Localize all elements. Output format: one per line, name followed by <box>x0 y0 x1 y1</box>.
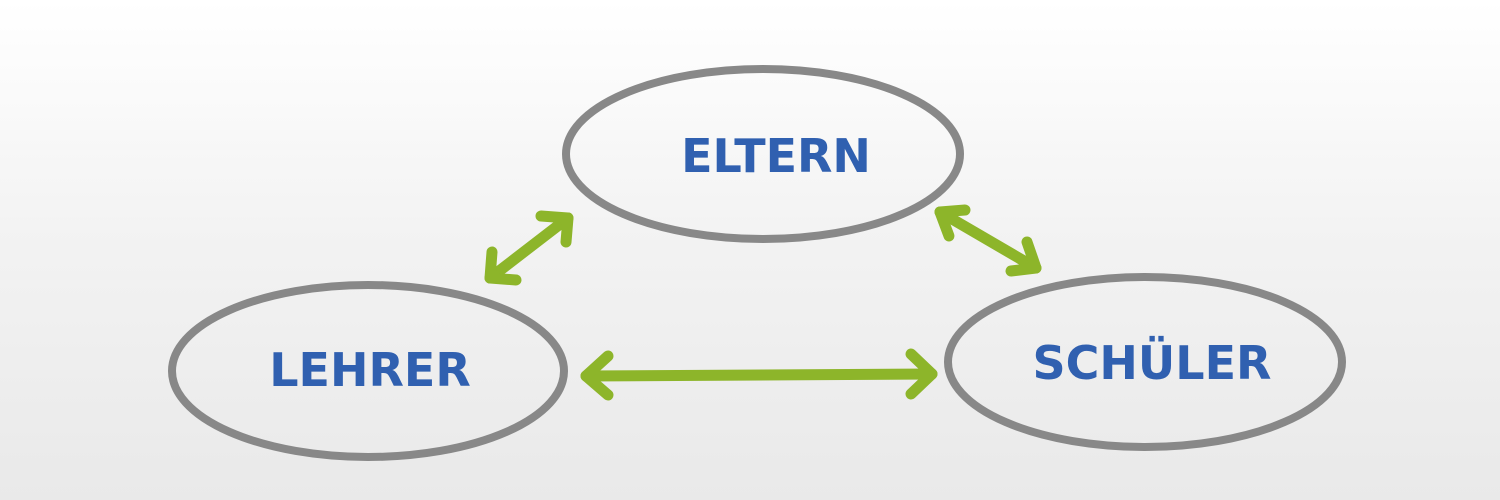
arrowhead-eltern-end <box>535 210 574 248</box>
node-label-eltern: ELTERN <box>681 129 871 183</box>
node-eltern: ELTERN <box>562 65 964 243</box>
arrow-shaft <box>934 206 1042 274</box>
node-outline <box>562 65 964 243</box>
arrowhead-lehrer-end <box>484 246 522 286</box>
arrowhead-schueler-end <box>1005 236 1042 277</box>
arrow-eltern-schueler <box>934 204 1042 277</box>
arrow-shaft <box>484 212 574 284</box>
arrowhead-eltern-end <box>934 204 971 242</box>
node-schueler: SCHÜLER <box>944 273 1346 451</box>
node-outline <box>944 273 1346 451</box>
node-label-lehrer: LEHRER <box>269 343 471 397</box>
arrows <box>484 204 1042 401</box>
arrow-lehrer-schueler <box>580 348 938 401</box>
arrowhead-lehrer-end <box>580 350 614 401</box>
arrowhead-schueler-end <box>905 348 938 400</box>
node-lehrer: LEHRER <box>168 281 568 461</box>
arrow-eltern-lehrer <box>484 210 574 286</box>
node-label-schueler: SCHÜLER <box>1033 336 1272 390</box>
node-outline <box>168 281 568 461</box>
arrow-shaft <box>580 368 938 382</box>
